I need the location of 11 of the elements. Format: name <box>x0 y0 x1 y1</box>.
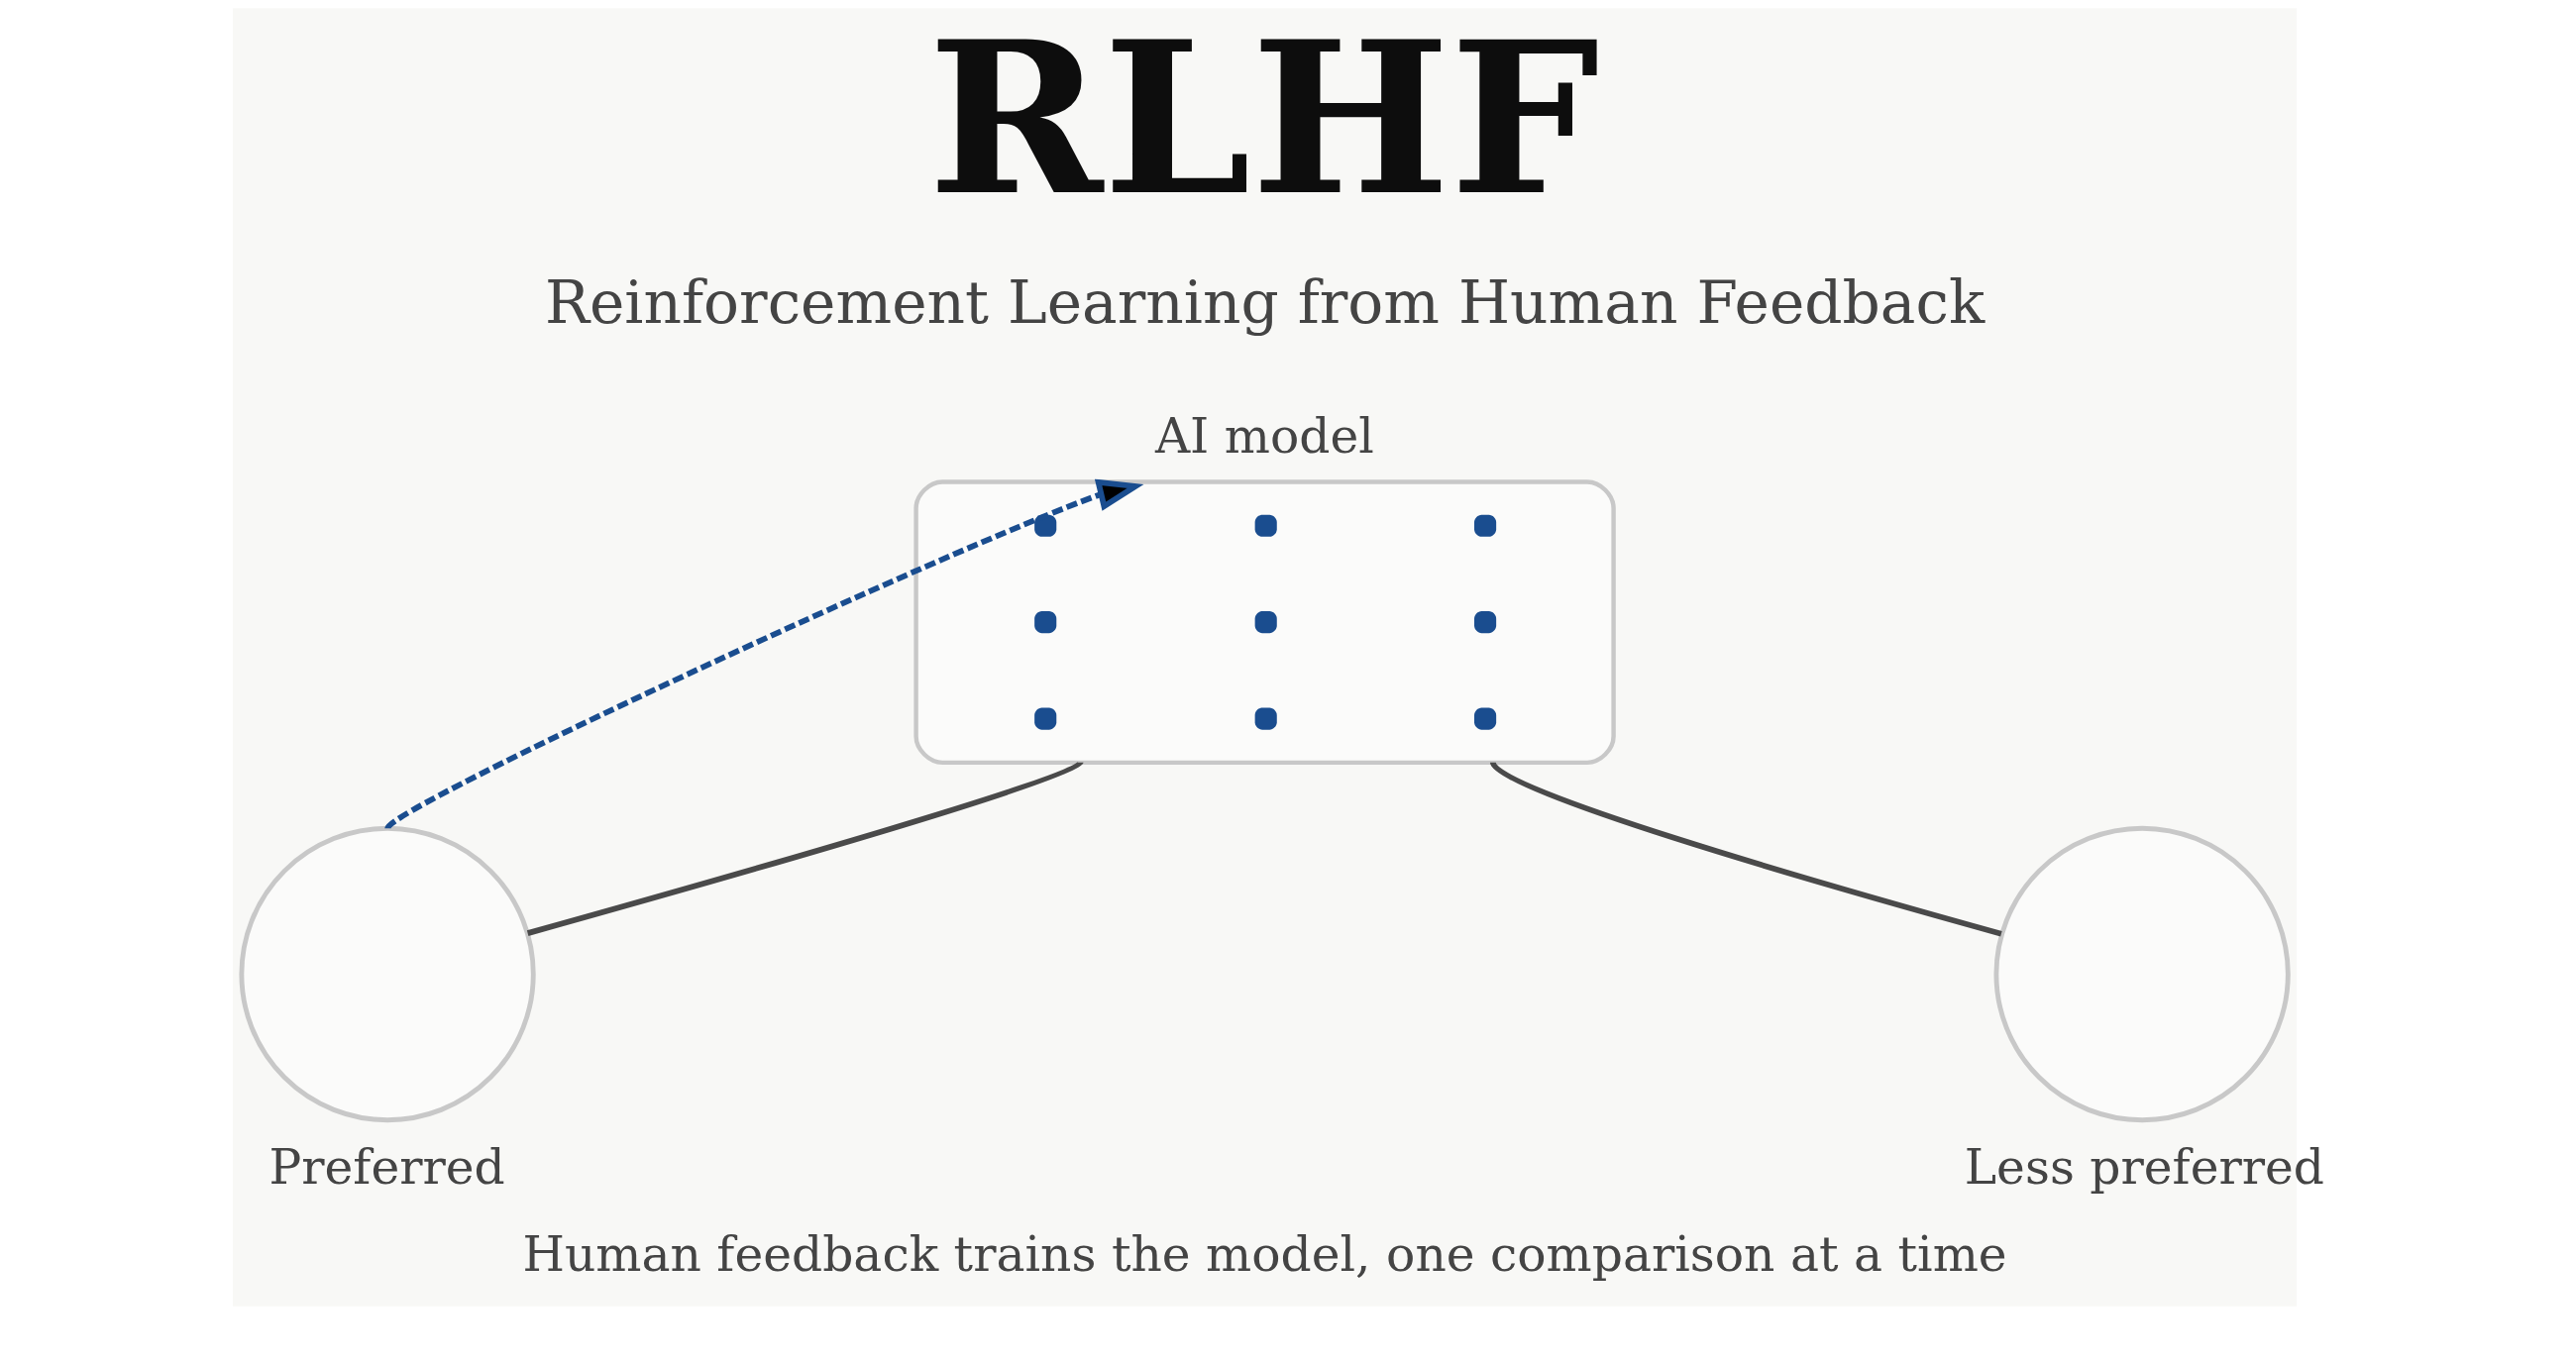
node-circle <box>238 825 536 1123</box>
connector <box>526 760 1082 936</box>
node-label: AI model <box>1154 407 1374 464</box>
label: Reinforcement Learning from Human Feedback <box>544 268 1985 338</box>
caption: Human feedback trains the model, one comparison at a time <box>522 1225 2007 1282</box>
arrow <box>384 478 1143 831</box>
diagram-title: RLHF <box>927 0 1599 242</box>
node-label: Less preferred <box>1964 1139 2324 1196</box>
node-label: Preferred <box>268 1139 505 1196</box>
node-circle <box>1992 825 2291 1123</box>
connector <box>1490 761 2002 937</box>
